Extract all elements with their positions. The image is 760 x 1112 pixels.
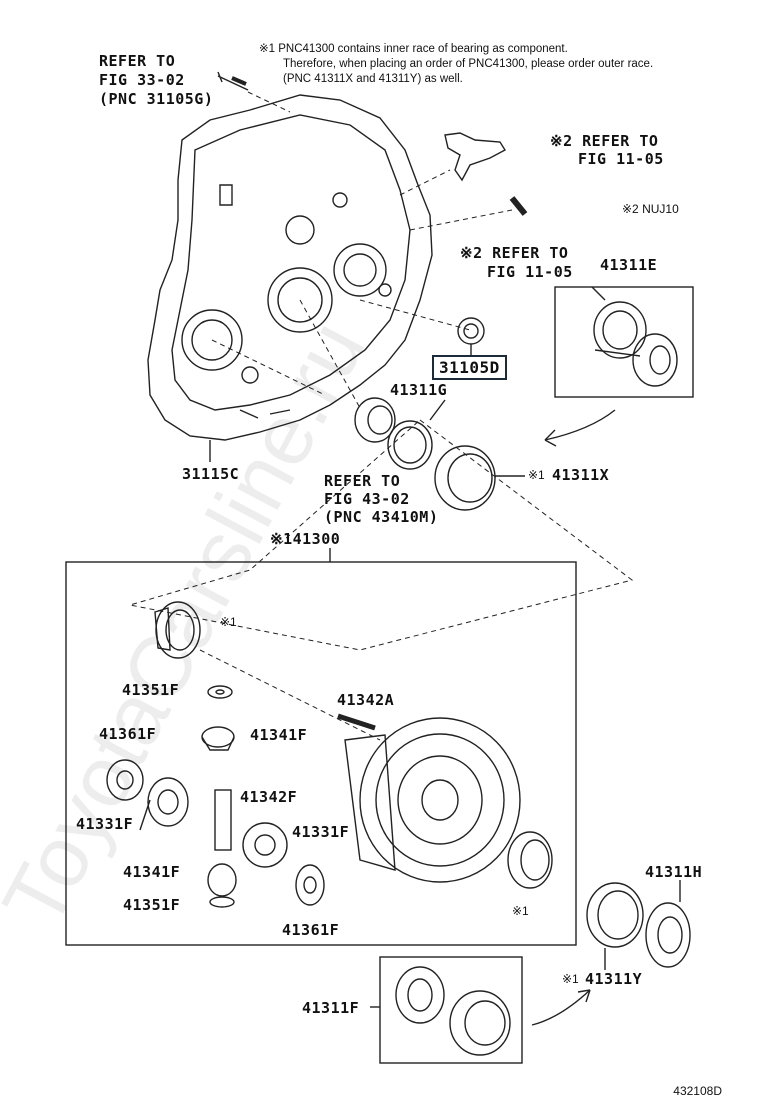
part-41361f-b[interactable]: 41361F bbox=[282, 921, 340, 939]
box-41300 bbox=[65, 561, 577, 946]
ref-11-05-b-line-1[interactable]: ※2 REFER TO bbox=[460, 244, 569, 262]
mark-bearing-top: ※1 bbox=[220, 615, 237, 629]
figure-id: 432108D bbox=[673, 1084, 722, 1098]
part-41342a[interactable]: 41342A bbox=[337, 691, 395, 709]
transaxle-housing bbox=[147, 94, 433, 441]
part-41331f-b[interactable]: 41331F bbox=[292, 823, 350, 841]
part-41311x[interactable]: 41311X bbox=[552, 466, 610, 484]
part-31105d[interactable]: 31105D bbox=[432, 355, 507, 380]
ref-43-02-line-3[interactable]: (PNC 43410M) bbox=[324, 508, 439, 526]
ref-33-02-line-3[interactable]: (PNC 31105G) bbox=[99, 90, 214, 108]
race-41311x bbox=[434, 445, 496, 511]
part-41331f-a[interactable]: 41331F bbox=[76, 815, 134, 833]
note-1-line-3: (PNC 41311X and 41311Y) as well. bbox=[283, 73, 463, 85]
mark-bearing-bottom: ※1 bbox=[512, 904, 529, 918]
part-41351f-b[interactable]: 41351F bbox=[123, 896, 181, 914]
part-41351f-a[interactable]: 41351F bbox=[122, 681, 180, 699]
seal-31105d bbox=[457, 317, 485, 345]
box-41311f bbox=[379, 956, 523, 1064]
ref-43-02-line-2[interactable]: FIG 43-02 bbox=[324, 490, 410, 508]
pin-41342f bbox=[214, 789, 232, 851]
part-41311y[interactable]: 41311Y bbox=[585, 970, 643, 988]
ref-11-05-a-line-1[interactable]: ※2 REFER TO bbox=[550, 132, 659, 150]
part-41300[interactable]: ※141300 bbox=[270, 530, 341, 548]
bracket bbox=[444, 132, 506, 182]
bearing-41311g bbox=[354, 397, 396, 443]
part-41342f[interactable]: 41342F bbox=[240, 788, 298, 806]
ref-33-02-line-1[interactable]: REFER TO bbox=[99, 52, 176, 70]
shim-41311h bbox=[645, 902, 691, 968]
box-41311e bbox=[554, 286, 694, 398]
ref-11-05-a-line-2[interactable]: FIG 11-05 bbox=[578, 150, 664, 168]
part-31115c[interactable]: 31115C bbox=[182, 465, 240, 483]
mark-41311y: ※1 bbox=[562, 972, 579, 986]
part-41311h[interactable]: 41311H bbox=[645, 863, 703, 881]
note-1-line-1: ※1 PNC41300 contains inner race of beari… bbox=[259, 43, 568, 55]
ref-11-05-b-line-2[interactable]: FIG 11-05 bbox=[487, 263, 573, 281]
part-41311e[interactable]: 41311E bbox=[600, 256, 658, 274]
note-2: ※2 NUJ10 bbox=[622, 202, 679, 216]
differential-case bbox=[359, 717, 521, 883]
part-41311g[interactable]: 41311G bbox=[390, 381, 448, 399]
part-41341f-b[interactable]: 41341F bbox=[123, 863, 181, 881]
mark-41311x: ※1 bbox=[528, 468, 545, 482]
note-1-line-2: Therefore, when placing an order of PNC4… bbox=[283, 58, 654, 70]
part-41311f[interactable]: 41311F bbox=[302, 999, 360, 1017]
part-41361f-a[interactable]: 41361F bbox=[99, 725, 157, 743]
race-41311y bbox=[586, 882, 644, 948]
ref-43-02-line-1[interactable]: REFER TO bbox=[324, 472, 401, 490]
ref-33-02-line-2[interactable]: FIG 33-02 bbox=[99, 71, 185, 89]
bolt-top bbox=[217, 71, 249, 91]
part-41341f-a[interactable]: 41341F bbox=[250, 726, 308, 744]
